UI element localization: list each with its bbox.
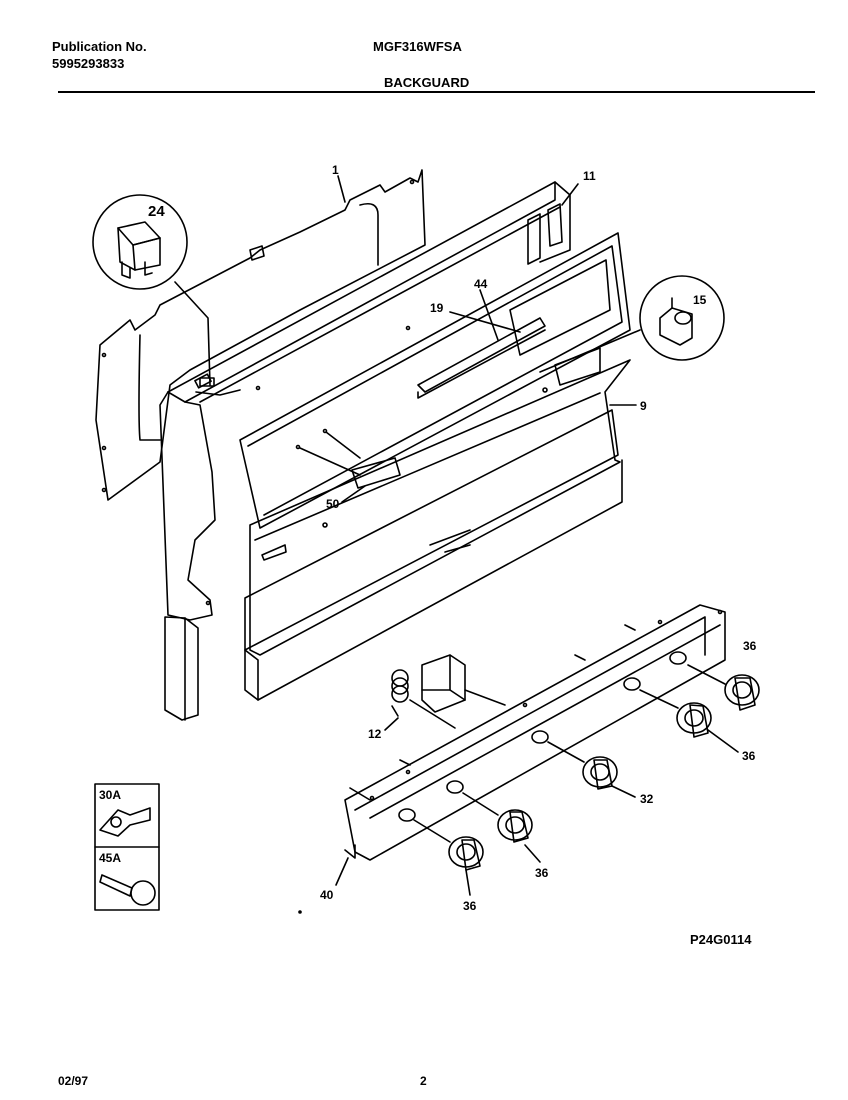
inset-24-rocker-switch [92, 194, 215, 387]
header-rule [58, 91, 815, 93]
part-1-rear-panel [95, 169, 426, 501]
knob-32 [547, 741, 636, 798]
knob-36-right-top [687, 664, 760, 711]
callout-36-right: 36 [742, 749, 756, 763]
callout-19: 19 [430, 301, 444, 315]
diagram-code: P24G0114 [690, 932, 752, 947]
publication-label: Publication No. [52, 39, 147, 54]
callout-12: 12 [368, 727, 382, 741]
callout-1: 1 [332, 163, 339, 177]
callout-36-left: 36 [463, 899, 477, 913]
callout-50: 50 [326, 497, 340, 511]
page-number: 2 [420, 1074, 427, 1088]
callout-40: 40 [320, 888, 334, 902]
callout-32: 32 [640, 792, 654, 806]
part-40-knob-panel [344, 604, 726, 861]
knobs [413, 664, 760, 896]
inset-30a-45a [94, 783, 160, 911]
inset-15-bracket [539, 275, 725, 373]
part-11-frame [159, 181, 571, 621]
callout-9: 9 [640, 399, 647, 413]
leader-lines [335, 175, 637, 886]
part-19-panel-insert [239, 232, 631, 529]
model-number: MGF316WFSA [373, 39, 462, 54]
callout-24: 24 [148, 203, 165, 220]
publication-number: 5995293833 [52, 56, 125, 71]
callout-36-center: 36 [535, 866, 549, 880]
part-50-timer [295, 428, 401, 489]
part-9-front-panel [244, 347, 631, 701]
callout-44: 44 [474, 277, 488, 291]
knob-36-left [413, 819, 484, 896]
section-title: BACKGUARD [384, 75, 470, 90]
knob-36-right-mid [639, 689, 739, 753]
callout-11: 11 [583, 169, 596, 183]
callout-36-top: 36 [743, 639, 757, 653]
part-12-thermostat [391, 654, 506, 729]
knob-36-center [462, 792, 541, 863]
inset-label-30a: 30A [99, 788, 121, 802]
inset-label-45a: 45A [99, 851, 121, 865]
lower-trim-piece [164, 616, 199, 721]
callout-15: 15 [693, 293, 707, 307]
footer-date: 02/97 [58, 1074, 89, 1088]
